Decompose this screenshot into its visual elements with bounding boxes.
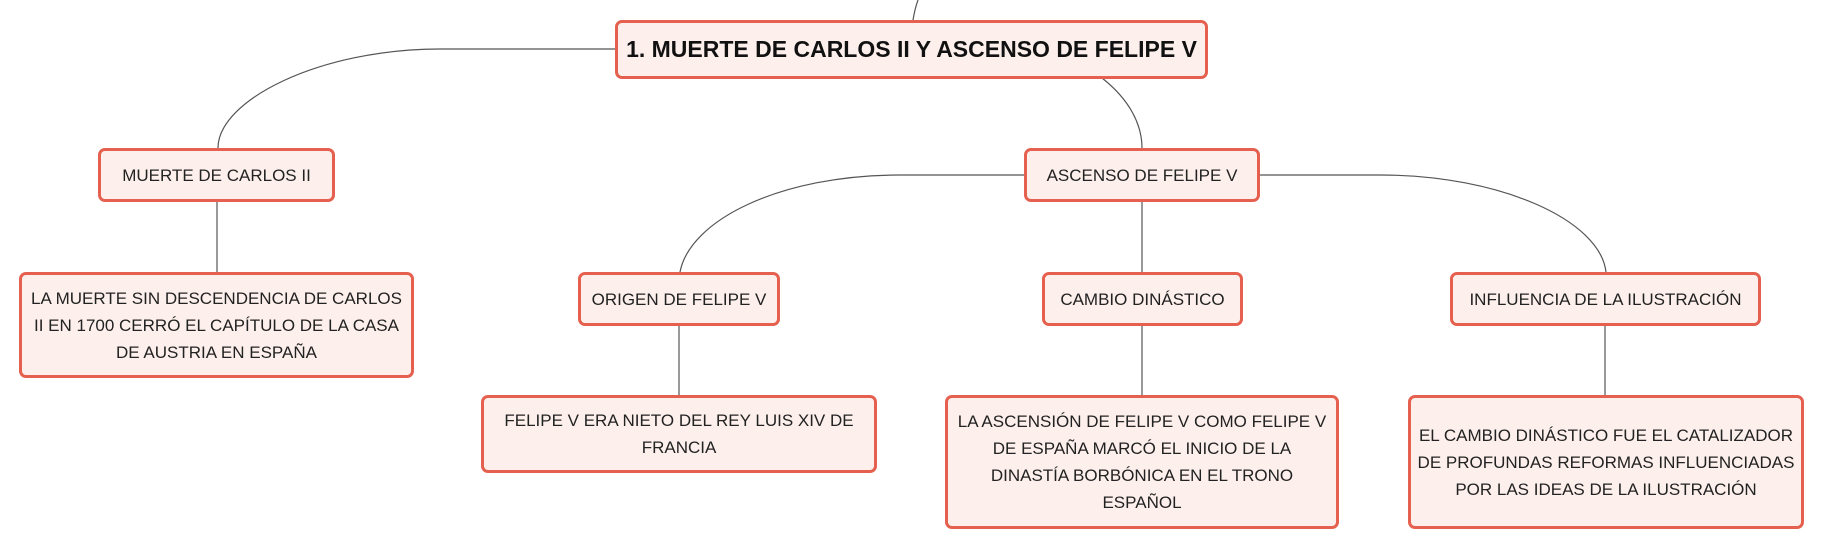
enlightenment-detail-text: EL CAMBIO DINÁSTICO FUE EL CATALIZADOR D…: [1417, 425, 1795, 499]
topic-ascent-node[interactable]: ASCENSO DE FELIPE V: [1024, 148, 1260, 202]
topic-dynastic-change-node[interactable]: CAMBIO DINÁSTICO: [1042, 272, 1243, 326]
topic-origin-label: ORIGEN DE FELIPE V: [591, 289, 767, 309]
topic-dynastic-change-label: CAMBIO DINÁSTICO: [1060, 289, 1225, 309]
topic-death-label: MUERTE DE CARLOS II: [122, 165, 311, 185]
connector-top-to-root: [912, 0, 919, 21]
root-topic-label: 1. MUERTE DE CARLOS II Y ASCENSO DE FELI…: [626, 36, 1197, 62]
death-detail-text: LA MUERTE SIN DESCENDENCIA DE CARLOS II …: [31, 288, 402, 362]
topic-enlightenment-node[interactable]: INFLUENCIA DE LA ILUSTRACIÓN: [1450, 272, 1761, 326]
topic-enlightenment-label: INFLUENCIA DE LA ILUSTRACIÓN: [1469, 289, 1742, 309]
enlightenment-detail-node[interactable]: EL CAMBIO DINÁSTICO FUE EL CATALIZADOR D…: [1408, 395, 1804, 529]
connector-ascent-to-origin: [679, 174, 1026, 273]
connector-ascent-to-enlightenment: [1257, 174, 1607, 273]
origin-detail-node[interactable]: FELIPE V ERA NIETO DEL REY LUIS XIV DE F…: [481, 395, 877, 473]
origin-detail-text: FELIPE V ERA NIETO DEL REY LUIS XIV DE F…: [504, 411, 854, 457]
topic-death-node[interactable]: MUERTE DE CARLOS II: [98, 148, 335, 202]
connector-root-to-ascent: [1101, 77, 1143, 149]
topic-origin-node[interactable]: ORIGEN DE FELIPE V: [578, 272, 780, 326]
root-topic-node[interactable]: 1. MUERTE DE CARLOS II Y ASCENSO DE FELI…: [615, 20, 1208, 79]
death-detail-node[interactable]: LA MUERTE SIN DESCENDENCIA DE CARLOS II …: [19, 272, 414, 378]
dynastic-change-detail-node[interactable]: LA ASCENSIÓN DE FELIPE V COMO FELIPE V D…: [945, 395, 1339, 529]
dynastic-change-detail-text: LA ASCENSIÓN DE FELIPE V COMO FELIPE V D…: [957, 412, 1327, 512]
connector-root-to-death: [217, 48, 615, 149]
topic-ascent-label: ASCENSO DE FELIPE V: [1046, 165, 1238, 185]
